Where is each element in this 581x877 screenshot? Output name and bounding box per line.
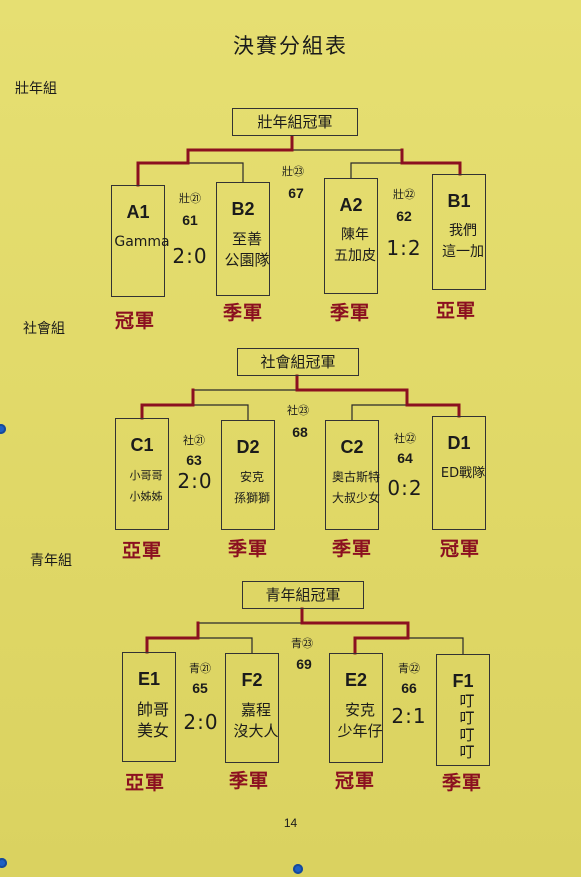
semi-label: 壯㉑ [179, 192, 201, 205]
champion-box-senior: 壯年組冠軍 [232, 108, 358, 136]
team-names: 小哥哥 小姊姊 [129, 469, 163, 503]
team-box-e1: E1 帥哥 美女 [122, 652, 176, 762]
team-box-d1: D1 ED戰隊 [432, 416, 486, 530]
team-box-a1: A1 Gamma [111, 185, 170, 297]
team-names: 叮 叮 叮 叮 [459, 692, 475, 761]
team-names: 安克 孫獅獅 [233, 470, 270, 505]
page-title: 決賽分組表 [233, 34, 348, 58]
final-label: 社㉓ [287, 404, 309, 417]
semi-number: 61 [182, 212, 198, 228]
team-code: C1 [130, 435, 154, 455]
team-box-a2: A2 陳年 五加皮 [324, 178, 378, 294]
team-code: D2 [236, 437, 260, 457]
semi-number: 66 [401, 680, 417, 696]
final-label: 青㉓ [291, 637, 313, 650]
semi-score: 2:0 [183, 710, 219, 734]
team-names: 嘉程 沒大人 [233, 701, 279, 740]
team-names: Gamma [114, 234, 170, 250]
team-names: 至善 公園隊 [224, 230, 270, 269]
page-number: 14 [283, 816, 298, 830]
semi-score: 2:1 [391, 704, 427, 728]
final-number: 69 [296, 656, 312, 672]
push-pin-icon [293, 864, 303, 874]
champion-box-youth: 青年組冠軍 [242, 581, 364, 609]
group-label-society: 社會組 [23, 321, 65, 337]
semi-number: 62 [396, 208, 412, 224]
team-code: A1 [126, 202, 150, 222]
winner-path-b1 [400, 148, 462, 176]
team-names: 陳年 五加皮 [334, 227, 376, 264]
team-code: E2 [344, 670, 368, 690]
push-pin-icon [0, 858, 7, 868]
semi-label: 社㉑ [183, 434, 205, 447]
team-code: E1 [137, 669, 161, 689]
team-code: B2 [231, 199, 255, 219]
team-box-c1: C1 小哥哥 小姊姊 [115, 418, 169, 530]
champion-box-society: 社會組冠軍 [237, 348, 359, 376]
result-c2: 季軍 [331, 538, 372, 560]
team-code: A2 [339, 195, 363, 215]
winner-path-a1 [136, 135, 294, 187]
push-pin-icon [0, 424, 6, 434]
semi-number: 65 [192, 680, 208, 696]
team-code: B1 [447, 191, 471, 211]
result-e1: 亞軍 [124, 772, 165, 794]
result-d1: 冠軍 [439, 538, 480, 560]
final-number: 68 [292, 424, 308, 440]
team-names: 我們 這一加 [442, 223, 484, 260]
semi-score: 2:0 [172, 244, 208, 268]
result-e2: 冠軍 [334, 770, 375, 792]
team-box-d2: D2 安克 孫獅獅 [221, 420, 275, 530]
semi-number: 64 [397, 450, 413, 466]
result-f2: 季軍 [228, 770, 269, 792]
result-a2: 季軍 [329, 302, 370, 324]
team-code: F2 [241, 670, 263, 690]
result-c1: 亞軍 [121, 540, 162, 562]
team-code: F1 [452, 671, 474, 691]
team-code: C2 [340, 437, 364, 457]
winner-path-d1 [295, 388, 461, 418]
semi-label: 青㉑ [189, 662, 211, 675]
result-d2: 季軍 [227, 538, 268, 560]
team-names: ED戰隊 [440, 466, 486, 481]
semi-label: 青㉒ [398, 662, 420, 675]
team-box-b2: B2 至善 公園隊 [216, 182, 270, 296]
team-box-b1: B1 我們 這一加 [432, 174, 486, 290]
semi-score: 1:2 [386, 236, 422, 260]
team-box-f2: F2 嘉程 沒大人 [225, 653, 279, 763]
semi-label: 壯㉒ [393, 188, 415, 201]
semi-label: 社㉒ [394, 432, 416, 445]
semi-score: 2:0 [177, 469, 213, 493]
team-names: 帥哥 美女 [136, 700, 169, 740]
team-names: 安克 少年仔 [337, 701, 383, 740]
result-b2: 季軍 [222, 302, 263, 324]
semi-number: 63 [186, 452, 202, 468]
semi-score: 0:2 [387, 476, 423, 500]
result-b1: 亞軍 [435, 300, 476, 322]
final-label: 壯㉓ [282, 165, 304, 178]
group-label-senior: 壯年組 [15, 81, 57, 97]
final-number: 67 [288, 185, 304, 201]
result-a1: 冠軍 [114, 310, 155, 332]
team-names: 奧古斯特 大叔少女 [331, 470, 380, 505]
team-code: D1 [447, 433, 471, 453]
group-label-youth: 青年組 [30, 553, 72, 569]
team-box-f1: F1 叮 叮 叮 叮 [436, 654, 490, 766]
result-f1: 季軍 [441, 772, 482, 794]
team-box-c2: C2 奧古斯特 大叔少女 [325, 420, 380, 530]
team-box-e2: E2 安克 少年仔 [329, 653, 383, 763]
winner-path-e2 [300, 621, 410, 655]
